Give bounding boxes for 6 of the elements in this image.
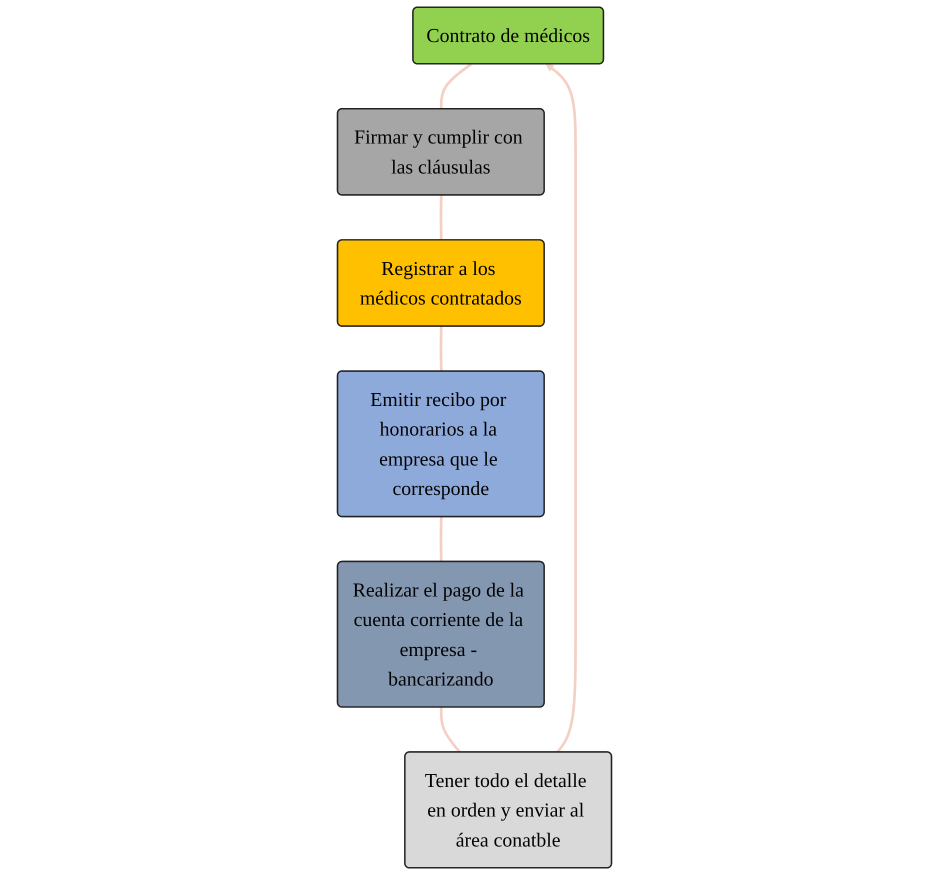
connector [439,326,442,372]
arrow [545,64,576,754]
connector [439,195,442,240]
connector [439,516,442,562]
connector [439,63,472,110]
connector [439,707,461,754]
